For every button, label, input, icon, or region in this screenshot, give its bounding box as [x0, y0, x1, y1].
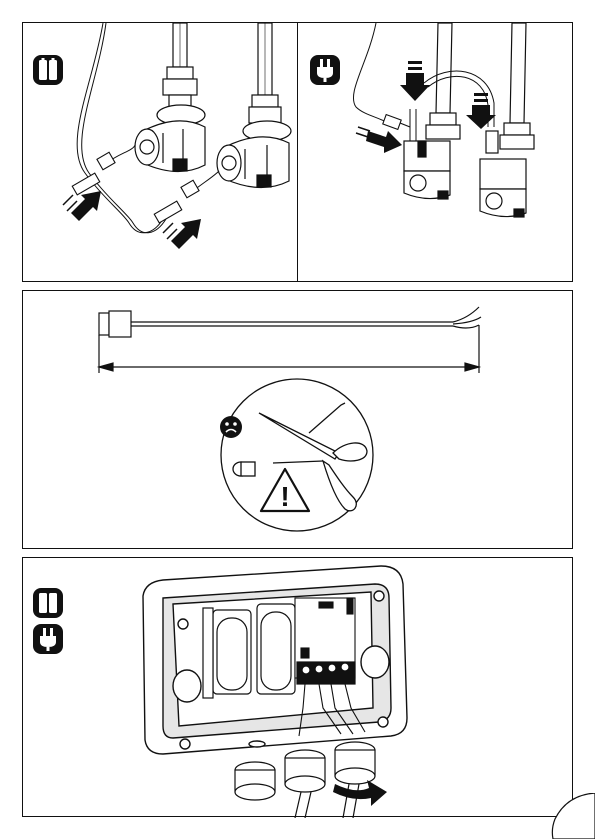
length-dimension	[99, 325, 479, 373]
page-corner-tab	[549, 793, 595, 839]
sensor-connection-illustration	[23, 23, 300, 283]
warning-symbol: !	[280, 481, 289, 512]
panel-control-box	[22, 557, 573, 817]
panel-cable-length: !	[22, 290, 573, 549]
panel-valve-connection	[297, 22, 573, 282]
connector-plug-right	[154, 180, 199, 223]
battery-icon	[33, 55, 63, 85]
push-down-arrow-left	[400, 61, 430, 101]
control-box-illustration	[23, 558, 574, 818]
battery-pack	[203, 604, 295, 698]
panel-sensor-connection	[22, 22, 299, 282]
terminal-block	[297, 662, 355, 684]
do-not-cut-detail: !	[221, 379, 373, 531]
wire-connector	[383, 115, 410, 130]
cable-gland-right	[335, 742, 375, 818]
insert-arrow-right	[163, 219, 201, 249]
water-hose-left	[426, 23, 460, 139]
cable-length-illustration: !	[23, 291, 574, 550]
water-hose-right	[249, 23, 281, 123]
sad-face-icon	[220, 416, 242, 438]
solenoid-valve-left	[404, 141, 450, 199]
sensor-cable	[99, 307, 481, 337]
battery-icon	[33, 588, 63, 618]
plug-icon	[310, 55, 340, 85]
flow-sensor-left	[135, 105, 205, 172]
push-down-arrow-right	[466, 93, 496, 129]
water-hose-right	[500, 23, 534, 149]
insert-arrow-left	[63, 191, 101, 221]
insert-arrow	[356, 127, 402, 153]
cable-gland-middle	[285, 750, 325, 818]
valve-connection-illustration	[298, 23, 574, 283]
flow-sensor-right	[217, 121, 291, 188]
cable-gland-left	[235, 762, 275, 800]
plug-icon	[33, 624, 63, 654]
water-hose-left	[163, 23, 197, 109]
